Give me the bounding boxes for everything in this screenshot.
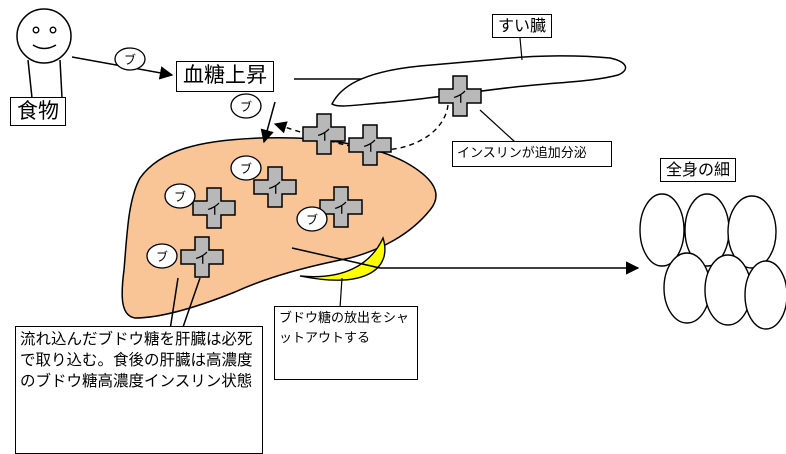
svg-text:イ: イ bbox=[333, 199, 348, 217]
glucose-badge-2: ブ bbox=[230, 93, 262, 119]
liver-note-label: 流れ込んだブドウ糖を肝臓は必死で取り込む。食後の肝臓は高濃度のブドウ糖高濃度イン… bbox=[15, 326, 263, 454]
pancreas-shape bbox=[331, 55, 627, 107]
insulin-note-tail bbox=[479, 109, 516, 143]
svg-text:ブ: ブ bbox=[174, 189, 186, 204]
blood-sugar-rise-label: 血糖上昇 bbox=[176, 61, 274, 92]
svg-text:イ: イ bbox=[452, 88, 467, 106]
food-label: 食物 bbox=[10, 97, 66, 126]
glucose-badge-5: ブ bbox=[296, 206, 328, 232]
smiley-face-icon bbox=[16, 8, 72, 99]
glucose-badge-3: ブ bbox=[230, 155, 262, 181]
pancreas-label-tail bbox=[519, 37, 523, 61]
glucose-shutout-label: ブドウ糖の放出をシャットアウトする bbox=[274, 306, 418, 380]
liver-note-tail bbox=[169, 277, 201, 331]
insulin-badge-liver-2: イ bbox=[192, 187, 236, 229]
svg-text:イ: イ bbox=[206, 200, 221, 218]
arrow-liver-to-cells bbox=[291, 247, 381, 269]
svg-text:ブ: ブ bbox=[124, 52, 136, 67]
svg-text:ブ: ブ bbox=[306, 212, 318, 227]
insulin-badge-flow-1: イ bbox=[302, 113, 346, 155]
svg-text:ブ: ブ bbox=[240, 161, 252, 176]
glucose-badge-1: ブ bbox=[114, 47, 146, 71]
insulin-badge-liver-1: イ bbox=[253, 166, 297, 208]
pancreas-label: すい臓 bbox=[492, 14, 553, 38]
glucose-badge-4: ブ bbox=[164, 183, 196, 209]
insulin-secretion-label: インスリンが追加分泌 bbox=[452, 141, 612, 167]
arrow-glucose-to-liver bbox=[260, 101, 276, 144]
whole-body-cells-label: 全身の細 bbox=[660, 158, 737, 182]
insulin-badge-liver-3: イ bbox=[319, 186, 363, 228]
glucose-badge-6: ブ bbox=[146, 243, 178, 269]
svg-text:イ: イ bbox=[316, 126, 331, 144]
body-cells-cluster bbox=[639, 193, 786, 330]
svg-text:イ: イ bbox=[362, 137, 377, 155]
svg-text:ブ: ブ bbox=[240, 99, 252, 114]
crescent-note-tail bbox=[339, 277, 343, 309]
insulin-badge-liver-4: イ bbox=[180, 236, 224, 278]
insulin-badge-flow-2: イ bbox=[348, 124, 392, 166]
crescent-shutout-icon bbox=[299, 236, 386, 281]
svg-text:ブ: ブ bbox=[156, 249, 168, 264]
insulin-badge-pancreas: イ bbox=[438, 75, 482, 117]
liver-shape bbox=[121, 136, 437, 319]
svg-text:イ: イ bbox=[267, 179, 282, 197]
svg-text:イ: イ bbox=[194, 249, 209, 267]
